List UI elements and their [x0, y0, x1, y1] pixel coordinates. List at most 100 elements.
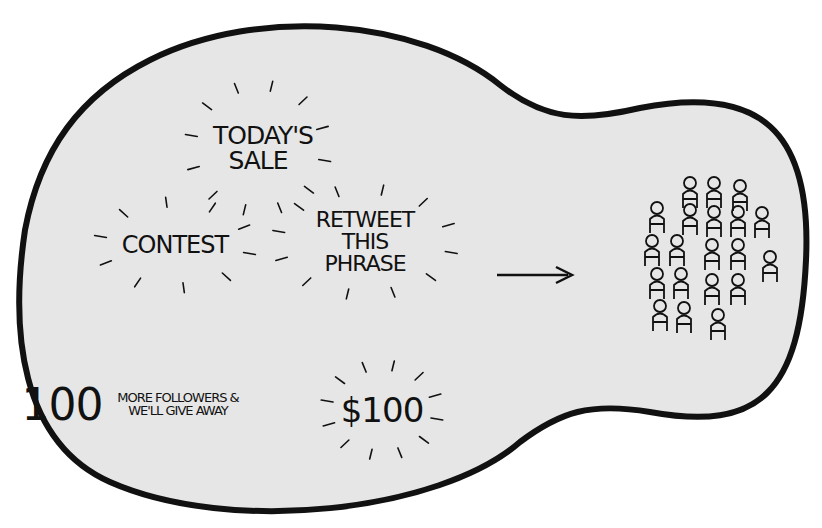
person-head [684, 204, 696, 216]
person-figure [707, 206, 721, 237]
person-body [755, 221, 769, 239]
person-body [653, 314, 667, 332]
burst-ray [431, 418, 443, 420]
burst-ray [443, 224, 454, 227]
person-head [734, 180, 746, 192]
burst-ray [95, 235, 107, 237]
burst-ray [419, 436, 428, 443]
burst-ray [391, 288, 395, 297]
burst-ray [209, 203, 215, 212]
person-body [677, 316, 691, 334]
person-figure [763, 251, 777, 282]
burst-ray [203, 103, 212, 110]
person-figure [650, 268, 664, 299]
person-head [651, 268, 663, 280]
burst-ray [362, 363, 366, 372]
burst-ray [419, 199, 427, 206]
person-figure [707, 177, 721, 208]
person-body [763, 265, 777, 283]
burst-ray [336, 377, 345, 384]
person-head [756, 207, 768, 219]
person-head [651, 202, 663, 214]
burst-ray [429, 394, 440, 397]
burst-ray [183, 283, 184, 293]
crowd [645, 177, 777, 340]
person-figure [683, 204, 697, 235]
burst-ray [304, 186, 313, 193]
burst-ray [381, 185, 383, 195]
burst-ray [120, 210, 128, 217]
person-head [706, 239, 718, 251]
person-figure [650, 202, 664, 233]
promo-text: RETWEET THIS PHRASE [300, 209, 430, 275]
person-body [683, 218, 697, 236]
person-head [732, 206, 744, 218]
burst-ray [135, 278, 141, 287]
person-body [705, 253, 719, 271]
person-figure [670, 235, 684, 266]
person-figure [755, 207, 769, 238]
burst-ray [415, 373, 423, 380]
person-figure [705, 274, 719, 305]
burst-ray [317, 126, 328, 129]
promo-text: MORE FOLLOWERS & WE'LL GIVE AWAY [103, 391, 253, 417]
person-body [731, 220, 745, 238]
person-body [650, 282, 664, 300]
burst-ray [323, 423, 334, 426]
burst-ray [185, 134, 197, 136]
person-body [705, 288, 719, 306]
person-head [764, 251, 776, 263]
person-figure [731, 274, 745, 305]
person-head [684, 177, 696, 189]
person-figure [653, 300, 667, 331]
burst-ray [209, 191, 217, 198]
person-body [650, 216, 664, 234]
person-head [712, 309, 724, 321]
burst-ray [299, 97, 307, 104]
person-head [706, 274, 718, 286]
person-head [708, 177, 720, 189]
burst-ray [445, 252, 457, 254]
arrow-shaft [497, 274, 568, 277]
burst-ray [321, 400, 333, 402]
burst-ray [273, 230, 285, 232]
promo-text: CONTEST [110, 233, 240, 257]
burst-ray [303, 278, 311, 285]
burst-ray [398, 448, 402, 457]
person-body [645, 249, 659, 267]
burst-ray [335, 187, 339, 196]
person-body [711, 323, 725, 341]
burst-ray [392, 361, 394, 371]
burst-ray [341, 440, 349, 447]
burst-ray [243, 205, 245, 215]
blob-outline [19, 26, 806, 511]
burst-ray [188, 166, 199, 169]
burst-ray [244, 253, 256, 255]
person-body [670, 249, 684, 267]
promo-text: TODAY'S SALE [213, 123, 303, 173]
person-head [732, 239, 744, 251]
promo-text: $100 [337, 393, 427, 427]
person-body [707, 220, 721, 238]
person-head [678, 302, 690, 314]
burst-ray [276, 257, 287, 260]
person-head [732, 274, 744, 286]
person-figure [731, 239, 745, 270]
person-head [708, 206, 720, 218]
person-body [733, 194, 747, 212]
person-head [646, 235, 658, 247]
person-figure [674, 268, 688, 299]
person-head [654, 300, 666, 312]
burst-ray [370, 449, 372, 459]
person-figure [645, 235, 659, 266]
person-body [731, 253, 745, 271]
burst-ray [270, 81, 272, 91]
burst-ray [426, 274, 435, 281]
person-body [731, 288, 745, 306]
burst-ray [166, 197, 167, 207]
burst-ray [295, 204, 304, 211]
person-figure [677, 302, 691, 333]
person-body [674, 282, 688, 300]
